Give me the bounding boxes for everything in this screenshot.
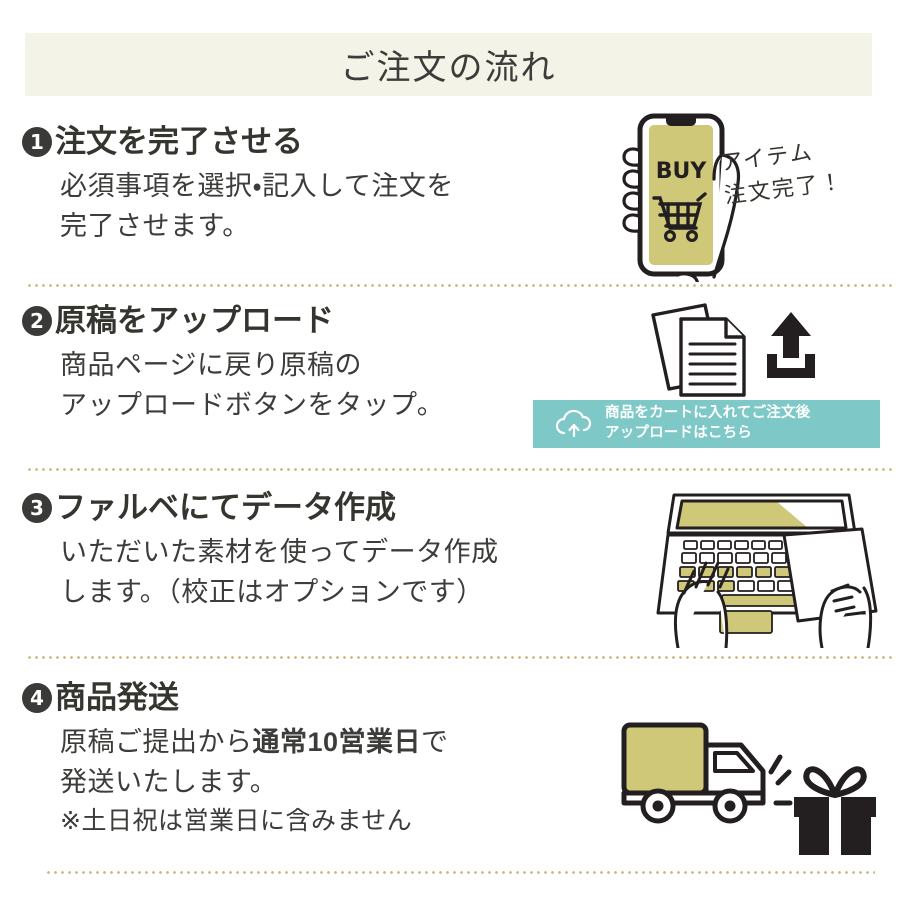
divider-2 xyxy=(26,468,894,471)
step-2-body: 商品ページに戻り原稿の アップロードボタンをタップ。 xyxy=(60,346,444,426)
divider-4 xyxy=(45,871,875,874)
step-3-heading: 3 ファルベにてデータ作成 xyxy=(22,490,499,526)
documents-upload-illustration xyxy=(643,302,863,402)
step-1: 1 注文を完了させる 必須事項を選択・記入して注文を 完了させます。 xyxy=(22,124,454,247)
step-2-body-line-2: アップロードボタンをタップ。 xyxy=(60,389,445,420)
upload-arrow-icon xyxy=(767,312,815,378)
step-3-number-badge: 3 xyxy=(22,493,52,523)
step-3-body-line-1: いただいた素材を使ってデータ作成 xyxy=(60,536,499,567)
step-1-title: 注文を完了させる xyxy=(55,124,303,159)
divider-3 xyxy=(26,656,894,659)
step-4-body-line-1: 原稿ご提出から通常10営業日で xyxy=(60,723,449,763)
step-1-heading: 1 注文を完了させる xyxy=(22,124,454,160)
step-1-body: 必須事項を選択・記入して注文を 完了させます。 xyxy=(60,167,454,247)
phone-buy-icon: BUY xyxy=(622,113,741,301)
step-2-number-badge: 2 xyxy=(22,306,52,336)
svg-text:BUY: BUY xyxy=(656,159,708,184)
step-4-body-line-2: 発送いたします。 xyxy=(60,766,278,797)
truck-gift-icon xyxy=(621,722,876,855)
upload-cta-line-1: 商品をカートに入れてご注文後 xyxy=(605,405,811,422)
cloud-upload-icon xyxy=(555,409,593,439)
step-1-number-badge: 1 xyxy=(22,127,52,157)
documents-icon xyxy=(651,303,815,397)
divider-1 xyxy=(26,284,894,287)
step-4-body-suffix: で xyxy=(421,726,449,757)
hand-holding-phone-illustration: BUY xyxy=(614,112,794,301)
laptop-icon xyxy=(656,493,878,650)
step-4-body-highlight: 通常10営業日 xyxy=(252,726,422,757)
header-band: ご注文の流れ xyxy=(25,33,872,96)
step-2-title: 原稿をアップロード xyxy=(55,303,334,338)
step-3-title: ファルベにてデータ作成 xyxy=(55,490,396,525)
step-4-body-prefix: 原稿ご提出から xyxy=(60,726,253,757)
delivery-truck-illustration xyxy=(618,715,908,860)
step-3-body: いただいた素材を使ってデータ作成 します。（校正はオプションです） xyxy=(60,533,499,613)
hands-on-laptop-illustration xyxy=(616,483,916,653)
upload-cta-button[interactable]: 商品をカートに入れてご注文後 アップロードはこちら xyxy=(533,400,880,448)
step-4-title: 商品発送 xyxy=(55,680,179,715)
step-1-body-line-2: 完了させます。 xyxy=(60,210,250,241)
step-2: 2 原稿をアップロード 商品ページに戻り原稿の アップロードボタンをタップ。 xyxy=(22,303,444,426)
upload-cta-label: 商品をカートに入れてご注文後 アップロードはこちら xyxy=(605,404,810,443)
step-4-note: ※土日祝は営業日に含みません xyxy=(60,806,413,835)
step-4-body: 原稿ご提出から通常10営業日で 発送いたします。 ※土日祝は営業日に含みません xyxy=(60,723,449,840)
step-2-body-line-1: 商品ページに戻り原稿の xyxy=(60,349,362,380)
step-4-heading: 4 商品発送 xyxy=(22,680,449,716)
page-title: ご注文の流れ xyxy=(340,48,557,88)
step-1-annotation: アイテム 注文完了！ xyxy=(718,133,845,213)
step-3: 3 ファルベにてデータ作成 いただいた素材を使ってデータ作成 します。（校正はオ… xyxy=(22,490,499,613)
step-3-body-line-2: します。（校正はオプションです） xyxy=(60,576,484,607)
step-4: 4 商品発送 原稿ご提出から通常10営業日で 発送いたします。 ※土日祝は営業日… xyxy=(22,680,449,840)
step-1-body-line-1: 必須事項を選択・記入して注文を xyxy=(60,170,454,201)
upload-cta-line-2: アップロードはこちら xyxy=(605,425,752,441)
step-2-heading: 2 原稿をアップロード xyxy=(22,303,444,339)
step-4-number-badge: 4 xyxy=(22,683,52,713)
